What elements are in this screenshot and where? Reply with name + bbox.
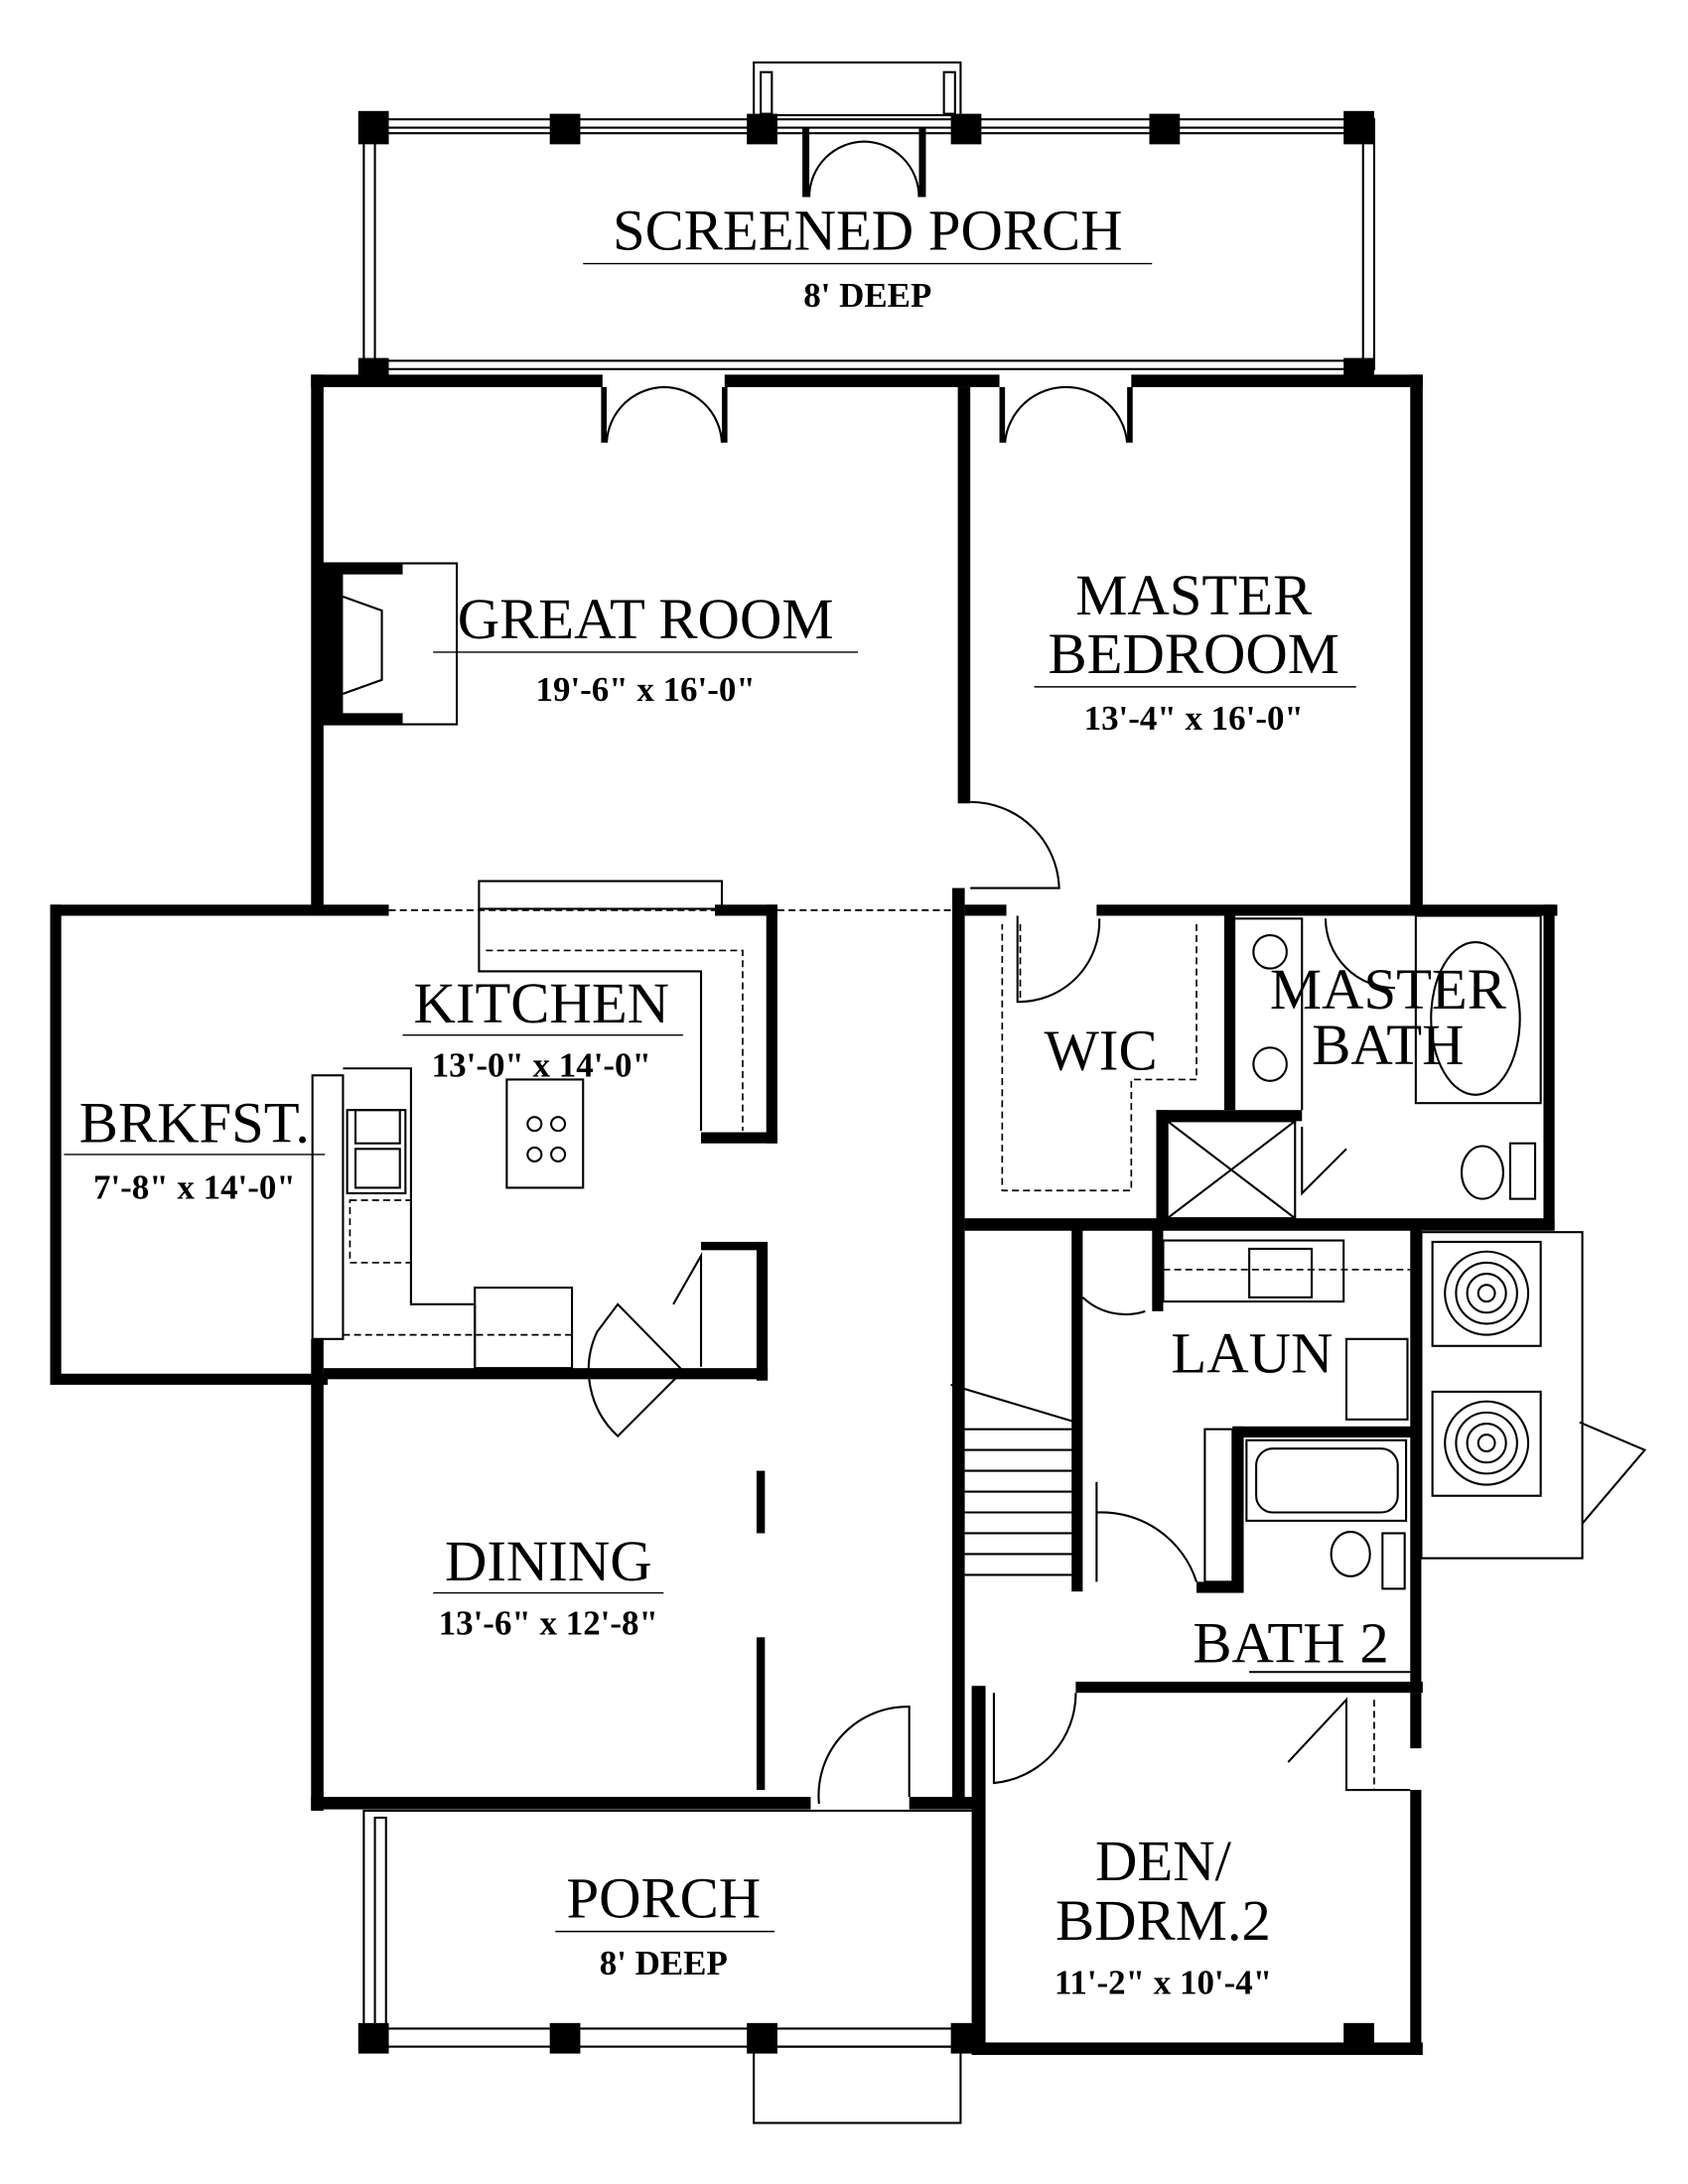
room-label-den: DEN/ BDRM.2 11'-2" x 10'-4" [1055, 1829, 1272, 2002]
svg-text:DINING: DINING [445, 1529, 652, 1593]
svg-text:BRKFST.: BRKFST. [79, 1090, 310, 1155]
svg-text:SCREENED PORCH: SCREENED PORCH [613, 199, 1123, 263]
room-label-master-bedroom: MASTER BEDROOM 13'-4" x 16'-0" [1034, 563, 1356, 738]
room-label-master-bath: MASTER BATH [1270, 957, 1507, 1077]
svg-text:19'-6" x 16'-0": 19'-6" x 16'-0" [536, 670, 756, 709]
svg-text:MASTER: MASTER [1270, 957, 1507, 1022]
svg-text:MASTER: MASTER [1075, 563, 1313, 627]
svg-text:LAUN: LAUN [1171, 1320, 1333, 1385]
room-label-breakfast: BRKFST. 7'-8" x 14'-0" [64, 1090, 326, 1207]
svg-text:BDRM.2: BDRM.2 [1055, 1888, 1271, 1953]
svg-text:BEDROOM: BEDROOM [1048, 621, 1338, 686]
svg-text:BATH 2: BATH 2 [1193, 1610, 1388, 1675]
room-label-screened-porch: SCREENED PORCH 8' DEEP [583, 199, 1153, 315]
screened-porch-structure [357, 61, 1375, 383]
svg-text:8' DEEP: 8' DEEP [600, 1944, 728, 1982]
svg-text:7'-8" x 14'-0": 7'-8" x 14'-0" [93, 1168, 296, 1207]
svg-text:DEN/: DEN/ [1095, 1829, 1232, 1893]
svg-text:13'-6" x 12'-8": 13'-6" x 12'-8" [439, 1604, 658, 1643]
svg-text:13'-0" x 14'-0": 13'-0" x 14'-0" [432, 1046, 651, 1085]
porch-structure [357, 1809, 1374, 2124]
svg-text:8' DEEP: 8' DEEP [803, 276, 931, 315]
svg-text:BATH: BATH [1312, 1013, 1464, 1077]
room-label-great-room: GREAT ROOM 19'-6" x 16'-0" [433, 587, 858, 709]
room-label-dining: DINING 13'-6" x 12'-8" [433, 1529, 664, 1643]
svg-text:13'-4" x 16'-0": 13'-4" x 16'-0" [1084, 699, 1304, 738]
svg-text:11'-2" x 10'-4": 11'-2" x 10'-4" [1055, 1964, 1272, 2002]
svg-text:WIC: WIC [1045, 1019, 1158, 1083]
room-label-porch: PORCH 8' DEEP [555, 1866, 775, 1982]
svg-text:GREAT ROOM: GREAT ROOM [458, 587, 834, 651]
room-label-laundry: LAUN [1171, 1320, 1333, 1385]
svg-text:KITCHEN: KITCHEN [414, 971, 670, 1035]
svg-text:PORCH: PORCH [566, 1866, 761, 1931]
cooktop [505, 1078, 585, 1189]
room-label-kitchen: KITCHEN 13'-0" x 14'-0" [402, 971, 683, 1085]
room-label-wic: WIC [1045, 1019, 1158, 1083]
room-label-bath-2: BATH 2 [1193, 1610, 1388, 1675]
walls [50, 374, 1647, 2056]
